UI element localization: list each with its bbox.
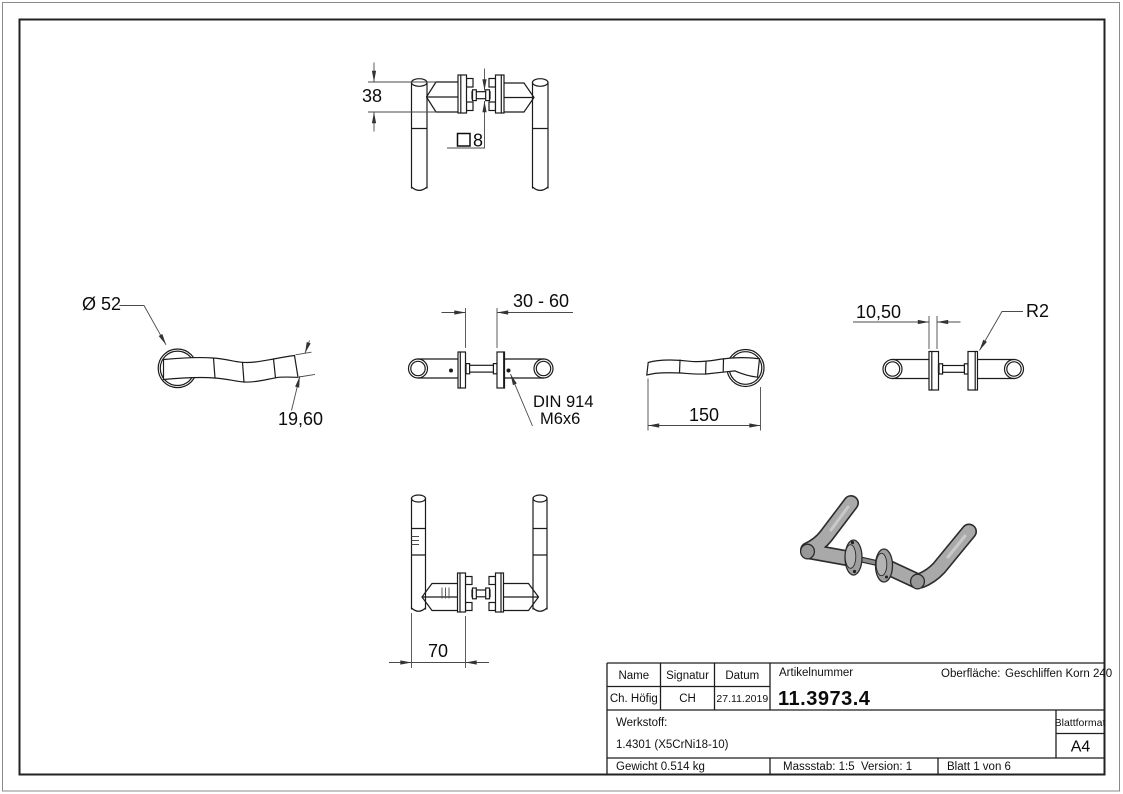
- tb-article-label: Artikelnummer: [779, 667, 853, 679]
- tb-sheet-format-label: Blattformat: [1055, 717, 1106, 729]
- tb-version: Version: 1: [861, 761, 912, 773]
- tb-article-number: 11.3973.4: [778, 688, 871, 710]
- dim-70: 70: [428, 641, 448, 661]
- tb-date-value: 27.11.2019: [716, 693, 768, 705]
- tb-weight: Gewicht 0.514 kg: [616, 761, 705, 773]
- tb-name-label: Name: [618, 670, 649, 682]
- tb-material-label: Werkstoff:: [616, 717, 667, 729]
- dim-10-50: 10,50: [856, 302, 901, 322]
- tb-sheet-format-value: A4: [1071, 739, 1091, 756]
- lever-end-face-right: [909, 573, 926, 590]
- dim-diameter-52: Ø 52: [82, 294, 121, 314]
- dim-square-8: 8: [473, 131, 483, 151]
- rosette-side-view: 10,50 R2: [853, 301, 1049, 391]
- dim-r2: R2: [1026, 301, 1049, 321]
- assembly-top-view: 30 - 60 DIN 914 M6x6: [407, 291, 594, 428]
- isometric-view: [799, 495, 977, 590]
- tb-material-value: 1.4301 (X5CrNi18-10): [616, 739, 729, 751]
- tb-surface-label: Oberfläche:: [941, 668, 1000, 680]
- tb-sheet: Blatt 1 von 6: [947, 761, 1011, 773]
- top-plan-view: 38 8: [362, 62, 549, 191]
- dim-19-60: 19,60: [278, 409, 323, 429]
- title-block: Name Signatur Datum Ch. Höfig CH 27.11.2…: [606, 662, 1112, 775]
- dim-38: 38: [362, 86, 382, 106]
- bottom-plan-view: 70: [389, 494, 548, 668]
- tb-signature-label: Signatur: [666, 670, 709, 682]
- tb-date-label: Datum: [725, 670, 759, 682]
- tb-scale: Massstab: 1:5: [783, 761, 855, 773]
- lever-end-face-left: [799, 543, 816, 560]
- tb-signature-value: CH: [679, 693, 696, 705]
- note-din-914: DIN 914: [533, 393, 594, 411]
- front-view-right: 150: [646, 348, 765, 431]
- front-view-left: Ø 52 19,60: [82, 294, 323, 429]
- dim-150: 150: [689, 405, 719, 425]
- tb-surface-value: Geschliffen Korn 240: [1005, 668, 1112, 680]
- dim-30-60: 30 - 60: [513, 291, 569, 311]
- set-screw-left: [449, 368, 453, 373]
- note-m6x6: M6x6: [540, 410, 580, 428]
- set-screw-right: [506, 368, 511, 373]
- tb-name-value: Ch. Höfig: [610, 693, 658, 705]
- square-symbol: [456, 132, 471, 147]
- drawing-frame: [18, 18, 1106, 776]
